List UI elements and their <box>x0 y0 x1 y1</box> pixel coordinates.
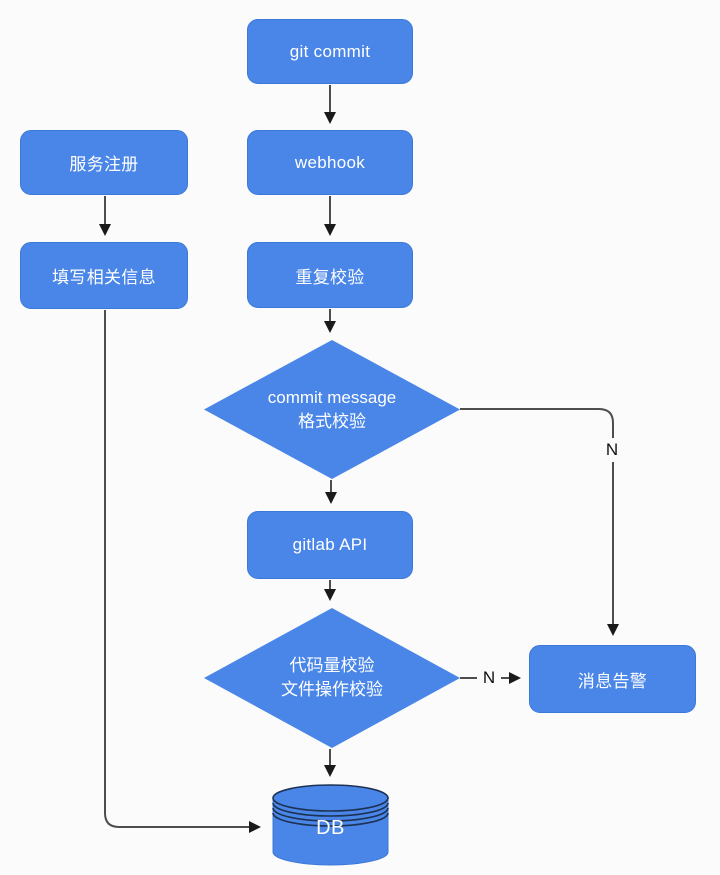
code-volume-check-line2: 文件操作校验 <box>281 680 383 699</box>
node-gitlab-api: gitlab API <box>247 511 413 579</box>
database-icon <box>272 784 389 866</box>
node-gitlab-api-label: gitlab API <box>292 535 368 554</box>
node-message-alert-label: 消息告警 <box>577 671 648 691</box>
node-webhook-label: webhook <box>294 152 366 172</box>
node-fill-info: 填写相关信息 <box>20 242 188 309</box>
node-commit-message-check: commit message 格式校验 <box>204 340 460 479</box>
node-service-register: 服务注册 <box>20 130 188 195</box>
commit-message-check-line1: commit message <box>267 387 397 407</box>
edge-msgcheck-no-to-alert <box>460 408 619 636</box>
node-code-volume-check: 代码量校验 文件操作校验 <box>204 608 460 748</box>
diamond-shape <box>204 608 460 748</box>
node-commit-message-check-label: commit message 格式校验 <box>204 340 460 479</box>
node-git-commit: git commit <box>247 19 413 84</box>
node-code-volume-check-label: 代码量校验 文件操作校验 <box>204 608 460 748</box>
commit-message-check-line2: 格式校验 <box>298 411 366 431</box>
node-service-register-label: 服务注册 <box>69 155 139 174</box>
node-git-commit-label: git commit <box>289 41 371 61</box>
node-message-alert: 消息告警 <box>529 645 696 713</box>
node-webhook: webhook <box>247 130 413 195</box>
node-db-cylinder: DB <box>272 784 389 866</box>
edge-label-code-check-no: N <box>477 666 501 690</box>
edge-fillinfo-to-db <box>104 310 261 833</box>
node-fill-info-label: 填写相关信息 <box>52 268 156 287</box>
diamond-shape <box>204 340 460 479</box>
code-volume-check-line1: 代码量校验 <box>289 656 375 675</box>
node-db-label: DB <box>316 816 345 839</box>
node-duplicate-check: 重复校验 <box>247 242 413 308</box>
node-duplicate-check-label: 重复校验 <box>295 267 365 287</box>
edge-label-format-check-no: N <box>600 438 624 462</box>
